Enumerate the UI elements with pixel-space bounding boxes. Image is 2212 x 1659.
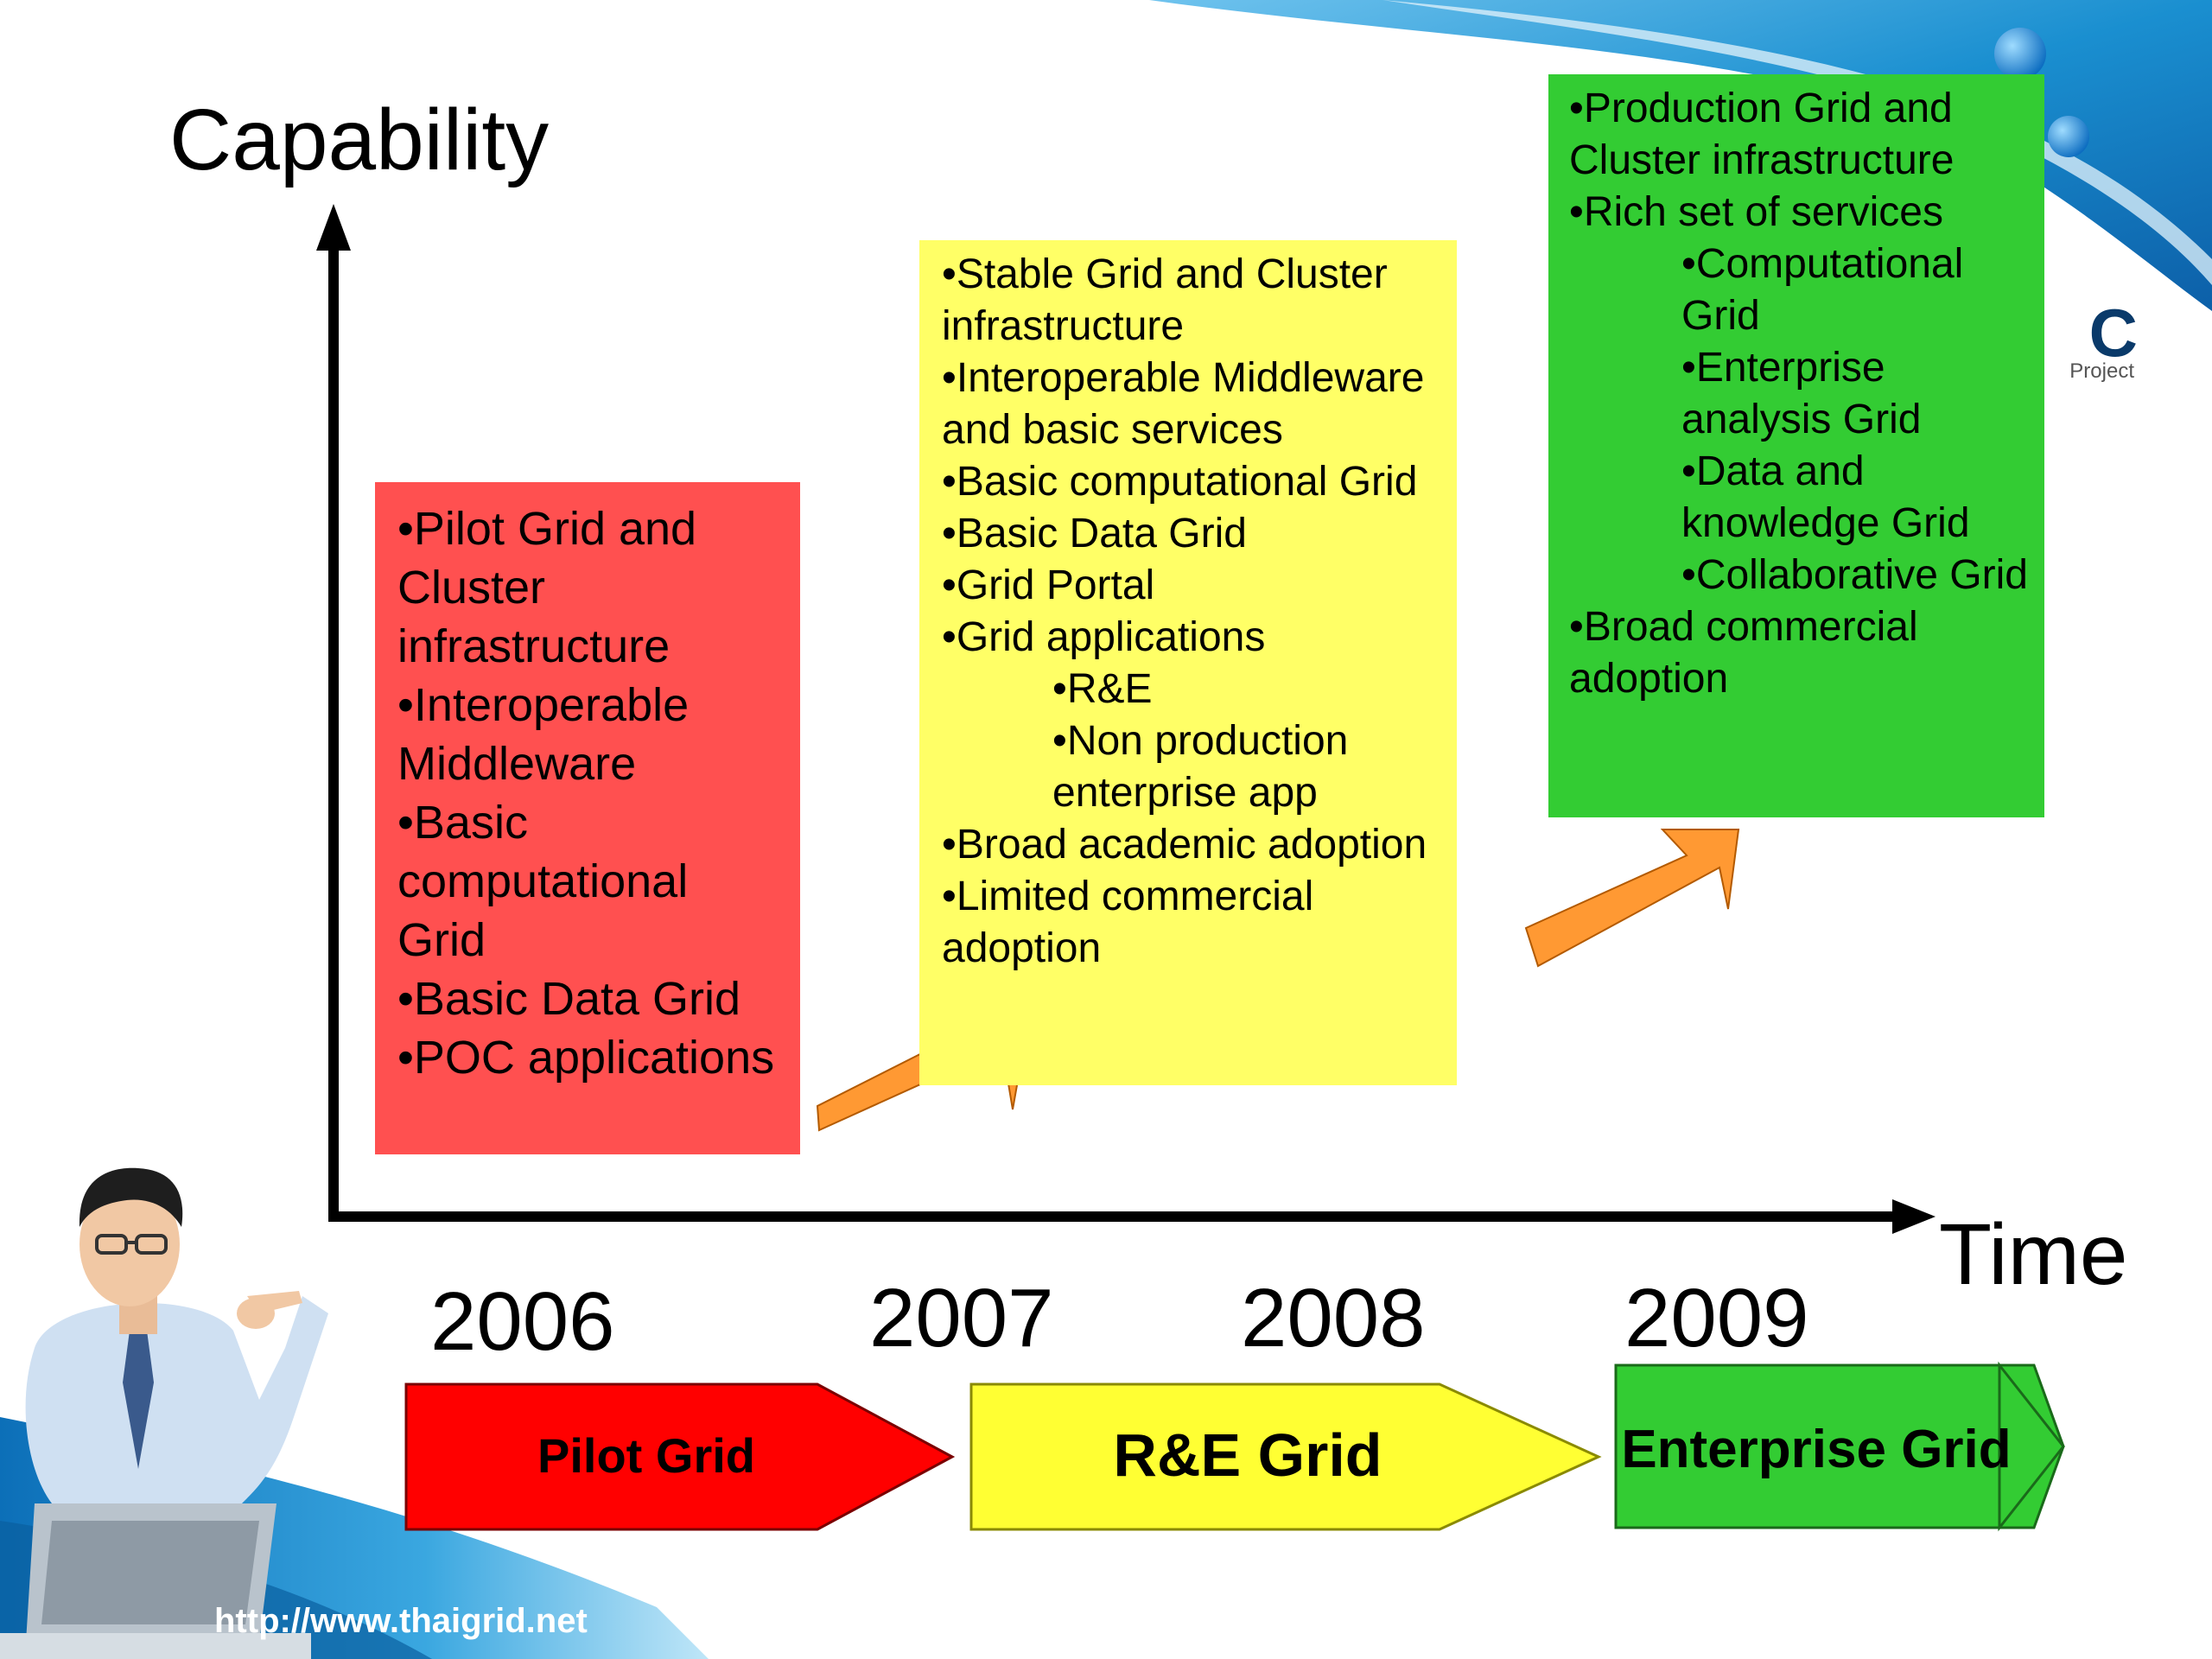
- year-label: 2009: [1624, 1272, 1809, 1364]
- footer-url: http://www.thaigrid.net: [214, 1602, 588, 1640]
- pilot-capability-box: Pilot Grid and Cluster infrastructureInt…: [375, 482, 800, 1154]
- phase-banner-enterprise: [1614, 1363, 2065, 1529]
- bullet-item: Interoperable Middleware: [397, 676, 783, 793]
- bullet-item: POC applications: [397, 1028, 783, 1087]
- x-axis-label: Time: [1939, 1206, 2128, 1303]
- year-label: 2007: [869, 1272, 1054, 1364]
- sub-bullet-item: Computational Grid: [1569, 238, 2034, 342]
- logo-partial: C Project: [2034, 299, 2138, 394]
- bullet-item: Rich set of services: [1569, 187, 2034, 238]
- decor-ball-icon: [2048, 116, 2089, 157]
- bullet-item: Grid applications: [942, 612, 1448, 664]
- y-axis-label: Capability: [169, 92, 550, 188]
- phase-label-pilot: Pilot Grid: [537, 1428, 755, 1483]
- sub-bullet-item: R&E: [942, 664, 1448, 715]
- bullet-item: Interoperable Middleware and basic servi…: [942, 353, 1448, 456]
- logo-letters: C: [2088, 295, 2138, 371]
- bullet-item: Broad academic adoption: [942, 819, 1448, 871]
- decor-ball-icon: [1994, 28, 2046, 79]
- year-label: 2006: [430, 1275, 615, 1368]
- bullet-item: Production Grid and Cluster infrastructu…: [1569, 83, 2034, 187]
- x-axis-arrowhead-icon: [1892, 1199, 1936, 1234]
- phase-banner-re: [969, 1382, 1602, 1531]
- enterprise-capability-box: Production Grid and Cluster infrastructu…: [1548, 74, 2044, 817]
- phase-label-re: R&E Grid: [1113, 1421, 1382, 1489]
- bullet-item: Basic Data Grid: [397, 969, 783, 1028]
- bullet-item: Basic computational Grid: [397, 793, 783, 969]
- sub-bullet-item: Enterprise analysis Grid: [1569, 342, 2034, 446]
- presenter-illustration-icon: [0, 1167, 328, 1659]
- logo-subtext: Project: [2069, 359, 2134, 383]
- bullet-item: Pilot Grid and Cluster infrastructure: [397, 499, 783, 676]
- sub-bullet-item: Collaborative Grid: [1569, 550, 2034, 601]
- bullet-item: Basic computational Grid: [942, 456, 1448, 508]
- phase-banner-pilot: [404, 1382, 956, 1531]
- bullet-item: Basic Data Grid: [942, 508, 1448, 560]
- y-axis-arrowhead-icon: [316, 204, 351, 251]
- bullet-item: Grid Portal: [942, 560, 1448, 612]
- sub-bullet-item: Data and knowledge Grid: [1569, 446, 2034, 550]
- bullet-item: Limited commercial adoption: [942, 871, 1448, 975]
- phase-label-enterprise: Enterprise Grid: [1621, 1420, 2012, 1479]
- bullet-item: Broad commercial adoption: [1569, 601, 2034, 705]
- progress-arrow-icon: [1524, 829, 1740, 968]
- sub-bullet-item: Non production enterprise app: [942, 715, 1448, 819]
- year-label: 2008: [1241, 1272, 1426, 1364]
- bullet-item: Stable Grid and Cluster infrastructure: [942, 249, 1448, 353]
- re-capability-box: Stable Grid and Cluster infrastructureIn…: [919, 240, 1457, 1085]
